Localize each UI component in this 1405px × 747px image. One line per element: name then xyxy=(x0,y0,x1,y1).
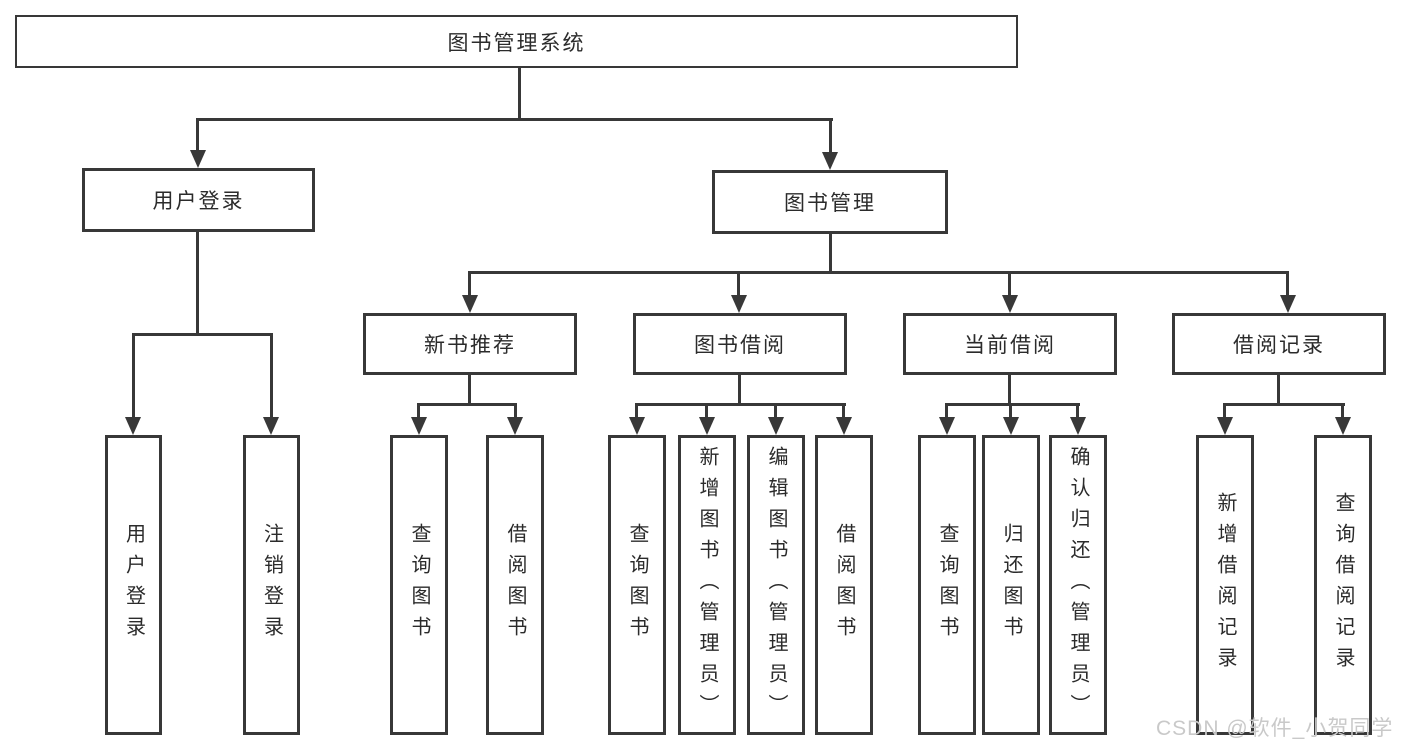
arrowhead-leaf xyxy=(836,417,852,435)
leaf-recommend-query-books: 查询图书 xyxy=(390,435,448,735)
leaf-label: 新增图书（管理员） xyxy=(696,445,718,725)
leaf-borrow-edit-books-admin: 编辑图书（管理员） xyxy=(747,435,805,735)
node-book-borrow: 图书借阅 xyxy=(633,313,847,375)
leaf-records-add-record: 新增借阅记录 xyxy=(1196,435,1254,735)
node-book-management-label: 图书管理 xyxy=(784,192,876,215)
connector-drop xyxy=(417,403,420,419)
arrowhead-leaf xyxy=(411,417,427,435)
leaf-records-query-record: 查询借阅记录 xyxy=(1314,435,1372,735)
arrowhead-leaf-logout xyxy=(263,417,279,435)
connector-current-trunk xyxy=(1008,373,1011,406)
connector-drop-leaf-user-login xyxy=(132,333,135,417)
arrowhead-leaf-user-login xyxy=(125,417,141,435)
connector-drop xyxy=(705,403,708,419)
arrowhead-book-management xyxy=(822,152,838,170)
connector-records-rail xyxy=(1223,403,1345,406)
connector-borrow-trunk xyxy=(738,373,741,406)
connector-level2-rail xyxy=(196,118,833,121)
connector-drop-current-borrow xyxy=(1008,271,1011,295)
node-borrow-records-label: 借阅记录 xyxy=(1233,334,1325,357)
arrowhead-leaf xyxy=(629,417,645,435)
leaf-recommend-borrow-books: 借阅图书 xyxy=(486,435,544,735)
arrowhead-borrow-records xyxy=(1280,295,1296,313)
arrowhead-leaf xyxy=(699,417,715,435)
connector-drop xyxy=(842,403,845,419)
arrowhead-book-borrow xyxy=(731,295,747,313)
connector-root-trunk xyxy=(518,66,521,120)
leaf-label: 查询图书 xyxy=(408,523,430,647)
leaf-current-return-books: 归还图书 xyxy=(982,435,1040,735)
leaf-borrow-add-books-admin: 新增图书（管理员） xyxy=(678,435,736,735)
node-new-book-recommend: 新书推荐 xyxy=(363,313,577,375)
node-book-borrow-label: 图书借阅 xyxy=(694,334,786,357)
connector-drop xyxy=(514,403,517,419)
arrowhead-current-borrow xyxy=(1002,295,1018,313)
leaf-label: 查询图书 xyxy=(936,523,958,647)
connector-drop-user-login xyxy=(196,118,199,152)
connector-drop xyxy=(1076,403,1079,419)
connector-drop-new-book-recommend xyxy=(468,271,471,295)
node-book-management: 图书管理 xyxy=(712,170,948,234)
connector-records-trunk xyxy=(1277,373,1280,406)
arrowhead-leaf xyxy=(1335,417,1351,435)
connector-drop-book-management xyxy=(829,118,832,154)
connector-recommend-trunk xyxy=(468,373,471,406)
arrowhead-leaf xyxy=(1003,417,1019,435)
node-root-label: 图书管理系统 xyxy=(447,31,586,55)
arrowhead-new-book-recommend xyxy=(462,295,478,313)
arrowhead-user-login xyxy=(190,150,206,168)
arrowhead-leaf xyxy=(1217,417,1233,435)
connector-level3-rail xyxy=(468,271,1289,274)
node-current-borrow: 当前借阅 xyxy=(903,313,1117,375)
leaf-label: 查询借阅记录 xyxy=(1332,492,1354,678)
connector-drop xyxy=(635,403,638,419)
leaf-logout: 注销登录 xyxy=(243,435,300,735)
connector-user-login-rail xyxy=(132,333,273,336)
leaf-current-query-books: 查询图书 xyxy=(918,435,976,735)
connector-current-rail xyxy=(945,403,1080,406)
leaf-label: 借阅图书 xyxy=(504,523,526,647)
connector-drop-book-borrow xyxy=(737,271,740,295)
leaf-label: 查询图书 xyxy=(626,523,648,647)
connector-drop xyxy=(1341,403,1344,419)
leaf-borrow-query-books: 查询图书 xyxy=(608,435,666,735)
connector-recommend-rail xyxy=(417,403,517,406)
leaf-label: 确认归还（管理员） xyxy=(1067,445,1089,725)
connector-book-management-trunk xyxy=(829,232,832,273)
leaf-label: 注销登录 xyxy=(260,523,283,647)
leaf-label: 归还图书 xyxy=(1000,523,1022,647)
connector-user-login-trunk xyxy=(196,231,199,335)
connector-drop-leaf-logout xyxy=(270,333,273,417)
connector-borrow-rail xyxy=(635,403,846,406)
arrowhead-leaf xyxy=(768,417,784,435)
node-user-login-label: 用户登录 xyxy=(152,190,245,213)
node-user-login: 用户登录 xyxy=(82,168,315,232)
node-root: 图书管理系统 xyxy=(15,15,1018,68)
leaf-borrow-borrow-books: 借阅图书 xyxy=(815,435,873,735)
connector-drop xyxy=(945,403,948,419)
leaf-label: 用户登录 xyxy=(122,523,145,647)
connector-drop xyxy=(1009,403,1012,419)
leaf-user-login: 用户登录 xyxy=(105,435,162,735)
leaf-current-confirm-return-admin: 确认归还（管理员） xyxy=(1049,435,1107,735)
watermark: CSDN @软件_小贺同学 xyxy=(1156,717,1394,740)
arrowhead-leaf xyxy=(1070,417,1086,435)
connector-drop xyxy=(774,403,777,419)
leaf-label: 借阅图书 xyxy=(833,523,855,647)
arrowhead-leaf xyxy=(939,417,955,435)
leaf-label: 编辑图书（管理员） xyxy=(765,445,787,725)
connector-drop-borrow-records xyxy=(1286,271,1289,295)
leaf-label: 新增借阅记录 xyxy=(1214,492,1236,678)
connector-drop xyxy=(1223,403,1226,419)
node-current-borrow-label: 当前借阅 xyxy=(964,334,1056,357)
arrowhead-leaf xyxy=(507,417,523,435)
node-borrow-records: 借阅记录 xyxy=(1172,313,1386,375)
node-new-book-recommend-label: 新书推荐 xyxy=(424,334,516,357)
